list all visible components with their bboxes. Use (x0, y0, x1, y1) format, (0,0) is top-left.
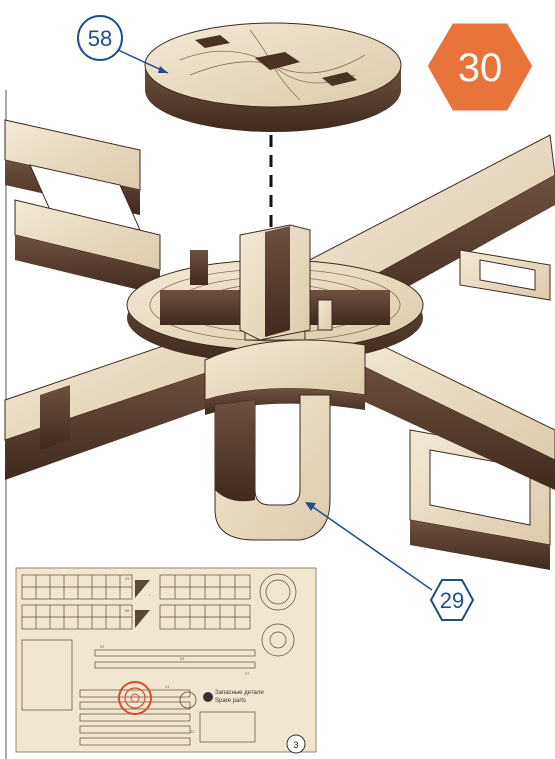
part-58-disc (145, 23, 401, 132)
sheet-label: 58 (125, 608, 130, 613)
sheet-label: 54 (180, 656, 185, 661)
spare-parts-title-ru: Запасные детали (215, 690, 264, 696)
sheet-label: 22 (190, 729, 195, 734)
sheet-label: 27 (245, 671, 250, 676)
callout-58-label: 58 (88, 26, 112, 51)
step-badge: 30 (426, 22, 534, 112)
parts-sheet: Запасные детали Spare parts 29 58 51 54 … (16, 568, 316, 753)
sheet-label: 41 (165, 684, 170, 689)
sheet-label: 29 (125, 576, 130, 581)
spare-parts-title-en: Spare parts (215, 698, 246, 704)
sheet-label: 51 (100, 644, 105, 649)
callout-29-label: 29 (440, 588, 464, 613)
spare-parts-icon (203, 692, 213, 702)
sheet-number: 3 (293, 740, 298, 750)
step-number: 30 (458, 46, 503, 90)
part-29-bracket (205, 340, 365, 540)
